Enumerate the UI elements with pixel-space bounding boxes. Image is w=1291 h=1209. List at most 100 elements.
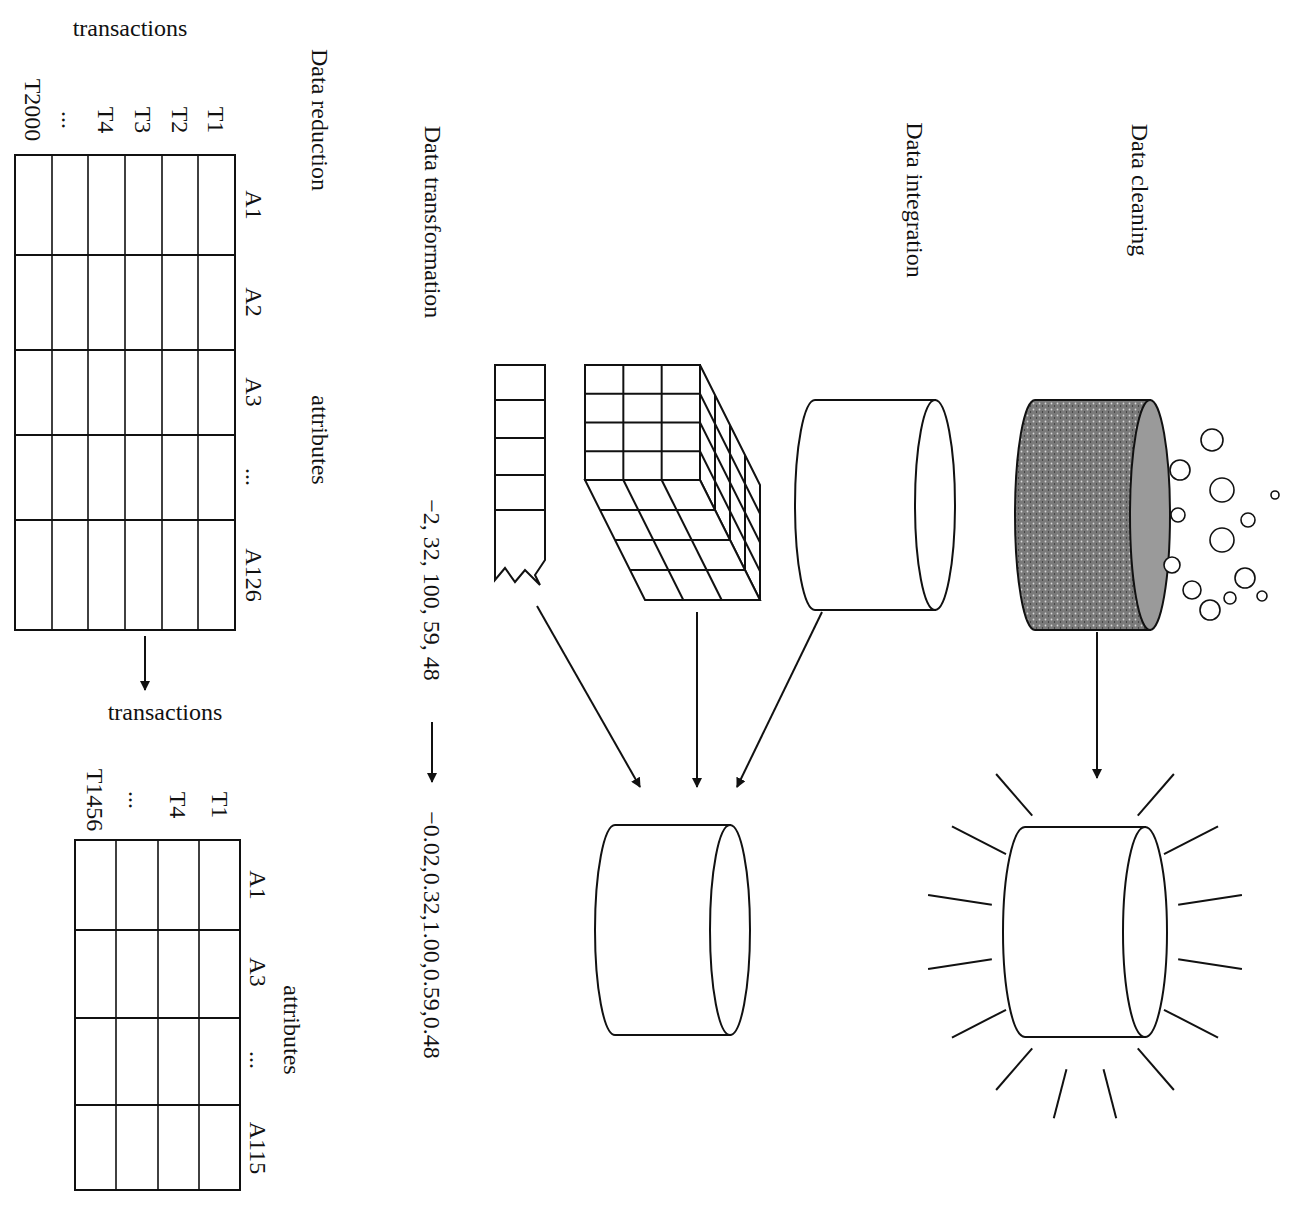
file-divider (495, 437, 545, 439)
ray (1178, 959, 1242, 969)
cube-face (585, 365, 700, 480)
cube-grid (600, 509, 715, 511)
bubble (1171, 508, 1185, 522)
column-header: ... (246, 1051, 270, 1069)
bubble (1210, 528, 1234, 552)
bubble (1201, 429, 1223, 451)
row-header: T1 (208, 792, 232, 819)
ray (952, 1010, 1006, 1038)
bubble (1164, 557, 1180, 573)
column-header: A1 (242, 190, 266, 219)
row-header: T4 (166, 792, 190, 819)
table-border (15, 155, 235, 630)
step-title: Data integration (903, 122, 927, 277)
cube-grid (729, 425, 731, 540)
table-row-line (157, 840, 159, 1190)
table-row-line (87, 155, 89, 630)
ray (1164, 826, 1218, 854)
row-header: T2000 (21, 79, 45, 142)
table-col-line (75, 1104, 240, 1106)
bubble (1183, 581, 1201, 599)
target-database (595, 825, 750, 1035)
clean-database (1003, 827, 1167, 1037)
arrow (1096, 632, 1098, 778)
column-header: A3 (246, 957, 270, 986)
column-header: A1 (246, 870, 270, 899)
value-list: −2, 32, 100, 59, 48 (420, 499, 444, 681)
ray (996, 774, 1032, 816)
cube-grid (700, 423, 760, 543)
axis-label: transactions (108, 700, 223, 724)
bubble (1224, 592, 1236, 604)
row-header: T4 (94, 107, 118, 134)
bubble (1235, 568, 1255, 588)
table-col-line (75, 1017, 240, 1019)
step-title: Data reduction (308, 49, 332, 191)
cube-grid (585, 393, 700, 395)
row-header: T3 (131, 107, 155, 134)
row-header: T1 (204, 107, 228, 134)
column-header: A126 (242, 548, 266, 601)
bubble (1257, 591, 1267, 601)
row-header: ... (58, 111, 82, 129)
arrow (431, 722, 433, 782)
table-col-line (75, 929, 240, 931)
axis-label: transactions (73, 16, 188, 40)
table-row-line (198, 840, 200, 1190)
arrow (537, 606, 640, 787)
ray (1164, 1010, 1218, 1038)
bubble (1241, 513, 1255, 527)
bubble (1271, 491, 1279, 499)
cube-side (585, 480, 760, 600)
ray (1178, 895, 1242, 905)
bubble (1200, 600, 1220, 620)
table-row-line (161, 155, 163, 630)
flat-file (495, 365, 545, 585)
cylinder-top (710, 825, 750, 1035)
table-row-line (197, 155, 199, 630)
bubble (1170, 460, 1190, 480)
step-title: Data transformation (421, 126, 445, 319)
cube-grid (630, 569, 745, 571)
table-border (75, 840, 240, 1190)
column-header: A2 (242, 287, 266, 316)
cube-grid (714, 395, 716, 510)
cylinder-top (1123, 827, 1167, 1037)
step-title: Data cleaning (1128, 124, 1152, 257)
value-list: −0.02,0.32,1.00,0.59,0.48 (420, 811, 444, 1059)
ray (928, 959, 992, 969)
ray (1138, 1048, 1174, 1090)
file-divider (495, 474, 545, 476)
table-row-line (51, 155, 53, 630)
cube-grid (585, 450, 700, 452)
axis-label: attributes (280, 985, 304, 1074)
column-header: ... (242, 468, 266, 486)
table-row-line (124, 155, 126, 630)
cube-grid (585, 422, 700, 424)
ray (996, 1048, 1032, 1090)
cube-grid (744, 455, 746, 570)
ray (1138, 774, 1174, 816)
arrow (737, 612, 822, 787)
axis-label: attributes (308, 395, 332, 484)
table-col-line (15, 254, 235, 256)
ray (952, 826, 1006, 854)
cube-grid (615, 539, 730, 541)
cylinder-top (1130, 400, 1170, 630)
table-col-line (15, 349, 235, 351)
ray (1054, 1069, 1067, 1118)
file-divider (495, 509, 545, 511)
table-col-line (15, 434, 235, 436)
file-divider (495, 399, 545, 401)
column-header: A115 (246, 1122, 270, 1174)
bubble (1210, 478, 1234, 502)
full-table (15, 155, 235, 630)
table-row-line (115, 840, 117, 1190)
cylinder-top (915, 400, 955, 610)
row-header: T1456 (83, 769, 107, 832)
reduced-table (75, 840, 240, 1190)
arrow (144, 636, 146, 690)
arrow (696, 612, 698, 787)
